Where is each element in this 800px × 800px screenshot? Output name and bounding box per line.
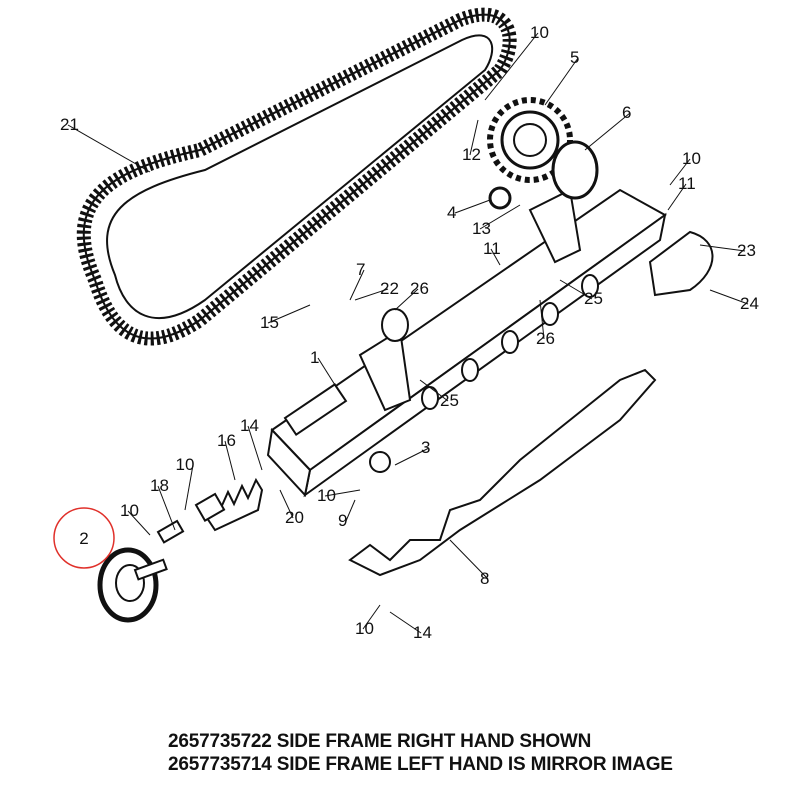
callout-20: 20 [285, 508, 304, 527]
leader-line [419, 379, 449, 402]
callout-9: 9 [338, 511, 347, 530]
leader-line [699, 244, 746, 252]
track-rollers [369, 274, 599, 473]
callout-10: 10 [317, 486, 336, 505]
leader-line [247, 425, 263, 471]
callout-3: 3 [421, 438, 430, 457]
leader-line [354, 288, 389, 301]
callout-10: 10 [355, 619, 374, 638]
callout-2: 2 [79, 529, 88, 548]
leader-line [394, 288, 419, 311]
side-frame [266, 188, 667, 498]
leader-line [584, 112, 631, 151]
leader-line [157, 485, 176, 531]
callout-13: 13 [472, 219, 491, 238]
callout-10: 10 [176, 455, 195, 474]
callout-1: 1 [310, 348, 319, 367]
callout-25: 25 [584, 289, 603, 308]
caption-line-1: 2657735722 SIDE FRAME RIGHT HAND SHOWN [168, 731, 592, 752]
leader-line [279, 489, 294, 519]
callout-12: 12 [462, 145, 481, 164]
leader-line [362, 604, 381, 630]
leader-line [324, 489, 361, 497]
leader-line [67, 124, 151, 173]
callout-14: 14 [413, 623, 432, 642]
callout-26: 26 [536, 329, 555, 348]
leader-line [539, 299, 545, 340]
callout-7: 7 [356, 260, 365, 279]
rubber-track [76, 7, 517, 346]
front-idler [97, 547, 168, 623]
leader-line [490, 248, 501, 266]
callout-10: 10 [682, 149, 701, 168]
leader-line [449, 539, 489, 580]
leader-line [469, 119, 479, 156]
leader-line [669, 158, 691, 186]
leader-line [394, 447, 430, 466]
highlight-circle [53, 507, 115, 569]
callout-21: 21 [60, 115, 79, 134]
leader-line [709, 289, 749, 305]
callout-22: 22 [380, 279, 399, 298]
callout-16: 16 [217, 431, 236, 450]
callout-6: 6 [622, 103, 631, 122]
callout-4: 4 [447, 203, 456, 222]
callout-8: 8 [480, 569, 489, 588]
leader-line [454, 199, 491, 214]
callout-11: 11 [678, 174, 696, 193]
leader-line [544, 57, 579, 106]
leader-line [267, 304, 311, 324]
callout-25: 25 [440, 391, 459, 410]
caption-line-2: 2657735714 SIDE FRAME LEFT HAND IS MIRRO… [168, 754, 673, 775]
drive-sprocket [487, 97, 599, 210]
leader-line [345, 499, 356, 522]
leader-line [317, 357, 336, 386]
callout-5: 5 [570, 48, 579, 67]
leader-line [667, 183, 687, 211]
callout-14: 14 [240, 416, 259, 435]
callout-11: 11 [483, 239, 501, 258]
callout-10: 10 [530, 23, 549, 42]
leader-line [224, 440, 236, 481]
leader-line [127, 510, 151, 536]
leader-line [349, 269, 365, 301]
callout-10: 10 [120, 501, 139, 520]
callout-23: 23 [737, 241, 756, 260]
cover-plate [648, 230, 714, 297]
leader-line [484, 32, 539, 101]
leader-line [559, 279, 593, 300]
recoil-spring [156, 477, 264, 544]
callout-15: 15 [260, 313, 279, 332]
leader-line [389, 611, 422, 634]
track-guard [348, 368, 657, 577]
callout-24: 24 [740, 294, 759, 313]
leader-line [479, 204, 521, 230]
callout-18: 18 [150, 476, 169, 495]
callout-26: 26 [410, 279, 429, 298]
leader-line [184, 464, 194, 511]
